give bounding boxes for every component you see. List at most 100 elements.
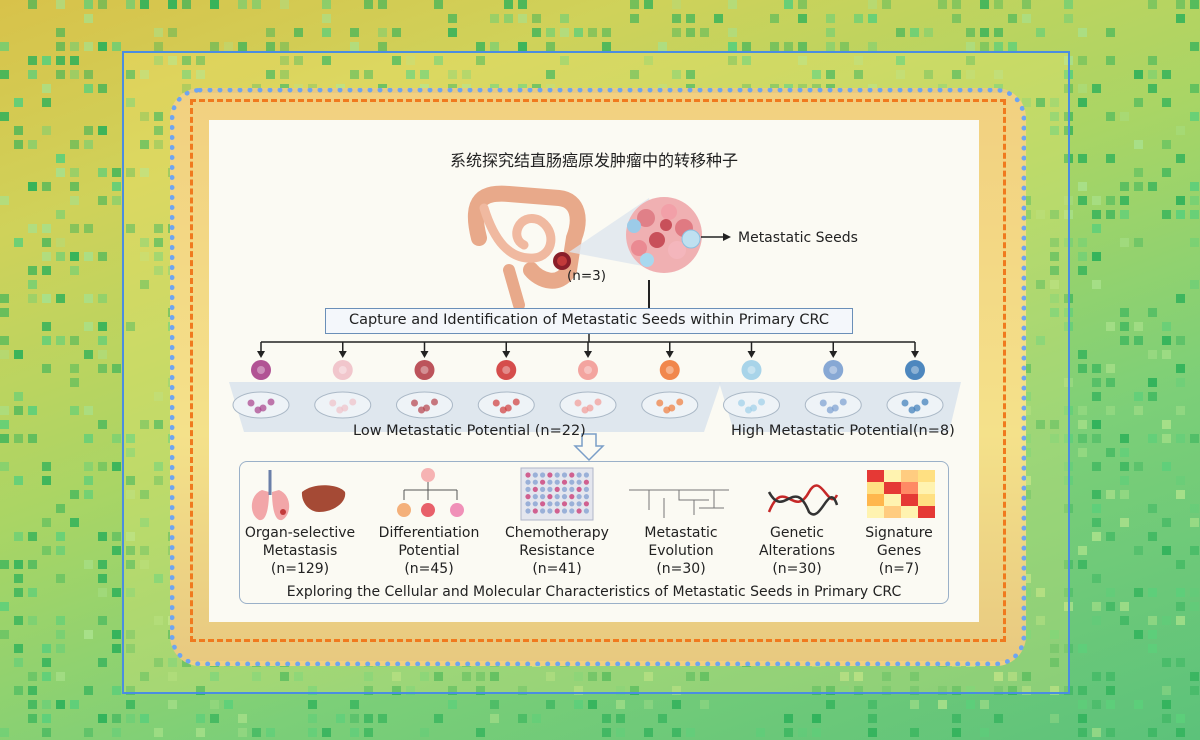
mosaic-pixel <box>266 28 275 37</box>
plate-well <box>532 508 538 514</box>
mosaic-pixel <box>98 0 107 9</box>
mosaic-pixel <box>1134 462 1143 471</box>
mosaic-pixel <box>0 434 9 443</box>
plate-well <box>583 501 589 507</box>
mosaic-pixel <box>210 0 219 9</box>
mosaic-pixel <box>154 476 163 485</box>
category-count: (n=41) <box>532 561 582 577</box>
mosaic-pixel <box>56 336 65 345</box>
mosaic-pixel <box>112 42 121 51</box>
mosaic-pixel <box>476 686 485 695</box>
sample-count: (n=3) <box>567 268 606 284</box>
mosaic-pixel <box>280 56 289 65</box>
mosaic-pixel <box>28 140 37 149</box>
mosaic-pixel <box>364 728 373 737</box>
mosaic-pixel <box>1120 308 1129 317</box>
mosaic-pixel <box>42 518 51 527</box>
mosaic-pixel <box>518 0 527 9</box>
mosaic-pixel <box>378 42 387 51</box>
mosaic-pixel <box>1092 574 1101 583</box>
mosaic-pixel <box>1022 574 1031 583</box>
mosaic-pixel <box>126 98 135 107</box>
mosaic-pixel <box>0 420 9 429</box>
plate-well <box>561 501 568 507</box>
mosaic-pixel <box>1176 196 1185 205</box>
mosaic-pixel <box>0 560 9 569</box>
mosaic-pixel <box>70 252 79 261</box>
mosaic-pixel <box>392 56 401 65</box>
mosaic-pixel <box>42 364 51 373</box>
mosaic-pixel <box>56 630 65 639</box>
mosaic-pixel <box>1092 462 1101 471</box>
mosaic-pixel <box>1190 238 1199 247</box>
mosaic-pixel <box>70 700 79 709</box>
mosaic-pixel <box>1120 210 1129 219</box>
mosaic-pixel <box>350 700 359 709</box>
plate-well <box>583 508 589 514</box>
branch-arrowhead <box>420 351 429 358</box>
mosaic-pixel <box>980 700 989 709</box>
mosaic-pixel <box>140 252 149 261</box>
mosaic-pixel <box>1134 322 1143 331</box>
mosaic-pixel <box>1078 700 1087 709</box>
mosaic-pixel <box>28 406 37 415</box>
mosaic-pixel <box>98 462 107 471</box>
mosaic-pixel <box>1162 70 1171 79</box>
mosaic-pixel <box>1078 252 1087 261</box>
mosaic-pixel <box>490 672 499 681</box>
category-line2: Resistance <box>519 543 595 559</box>
mosaic-pixel <box>1064 0 1073 9</box>
mosaic-pixel <box>1078 560 1087 569</box>
mosaic-pixel <box>238 0 247 9</box>
mosaic-pixel <box>1148 84 1157 93</box>
mosaic-pixel <box>728 56 737 65</box>
mosaic-pixel <box>364 714 373 723</box>
mosaic-pixel <box>1022 490 1031 499</box>
mosaic-pixel <box>126 714 135 723</box>
mosaic-pixel <box>70 378 79 387</box>
mosaic-pixel <box>448 14 457 23</box>
mosaic-pixel <box>238 42 247 51</box>
mosaic-pixel <box>42 238 51 247</box>
mosaic-pixel <box>1092 672 1101 681</box>
mosaic-pixel <box>532 714 541 723</box>
mosaic-pixel <box>238 728 247 737</box>
heatmap-cell <box>918 494 935 506</box>
mosaic-pixel <box>1176 126 1185 135</box>
mosaic-pixel <box>406 56 415 65</box>
mosaic-pixel <box>14 98 23 107</box>
mosaic-pixel <box>294 28 303 37</box>
plate-well <box>554 472 560 478</box>
mosaic-pixel <box>1092 420 1101 429</box>
mosaic-pixel <box>392 28 401 37</box>
mosaic-pixel <box>1078 196 1087 205</box>
mosaic-pixel <box>1022 406 1031 415</box>
mosaic-pixel <box>28 224 37 233</box>
mosaic-pixel <box>700 672 709 681</box>
mosaic-pixel <box>126 546 135 555</box>
mosaic-pixel <box>350 714 359 723</box>
mosaic-pixel <box>1050 308 1059 317</box>
bottom-caption: Exploring the Cellular and Molecular Cha… <box>286 584 902 600</box>
mosaic-pixel <box>154 392 163 401</box>
mosaic-pixel <box>1092 280 1101 289</box>
mosaic-pixel <box>140 546 149 555</box>
mosaic-pixel <box>1092 518 1101 527</box>
category-evolution: Metastatic Evolution (n=30) <box>621 524 741 578</box>
mosaic-pixel <box>1106 672 1115 681</box>
mosaic-pixel <box>1176 616 1185 625</box>
heatmap-cell <box>918 470 935 482</box>
mosaic-pixel <box>14 476 23 485</box>
mosaic-pixel <box>112 168 121 177</box>
culture-dish <box>559 391 617 419</box>
mosaic-pixel <box>56 504 65 513</box>
mosaic-pixel <box>56 56 65 65</box>
mosaic-pixel <box>630 0 639 9</box>
mosaic-pixel <box>1176 602 1185 611</box>
mosaic-pixel <box>308 700 317 709</box>
mosaic-pixel <box>1106 112 1115 121</box>
plate-well <box>540 486 546 492</box>
mosaic-pixel <box>1120 182 1129 191</box>
high-potential-label: High Metastatic Potential(n=8) <box>731 423 955 439</box>
mosaic-pixel <box>14 434 23 443</box>
